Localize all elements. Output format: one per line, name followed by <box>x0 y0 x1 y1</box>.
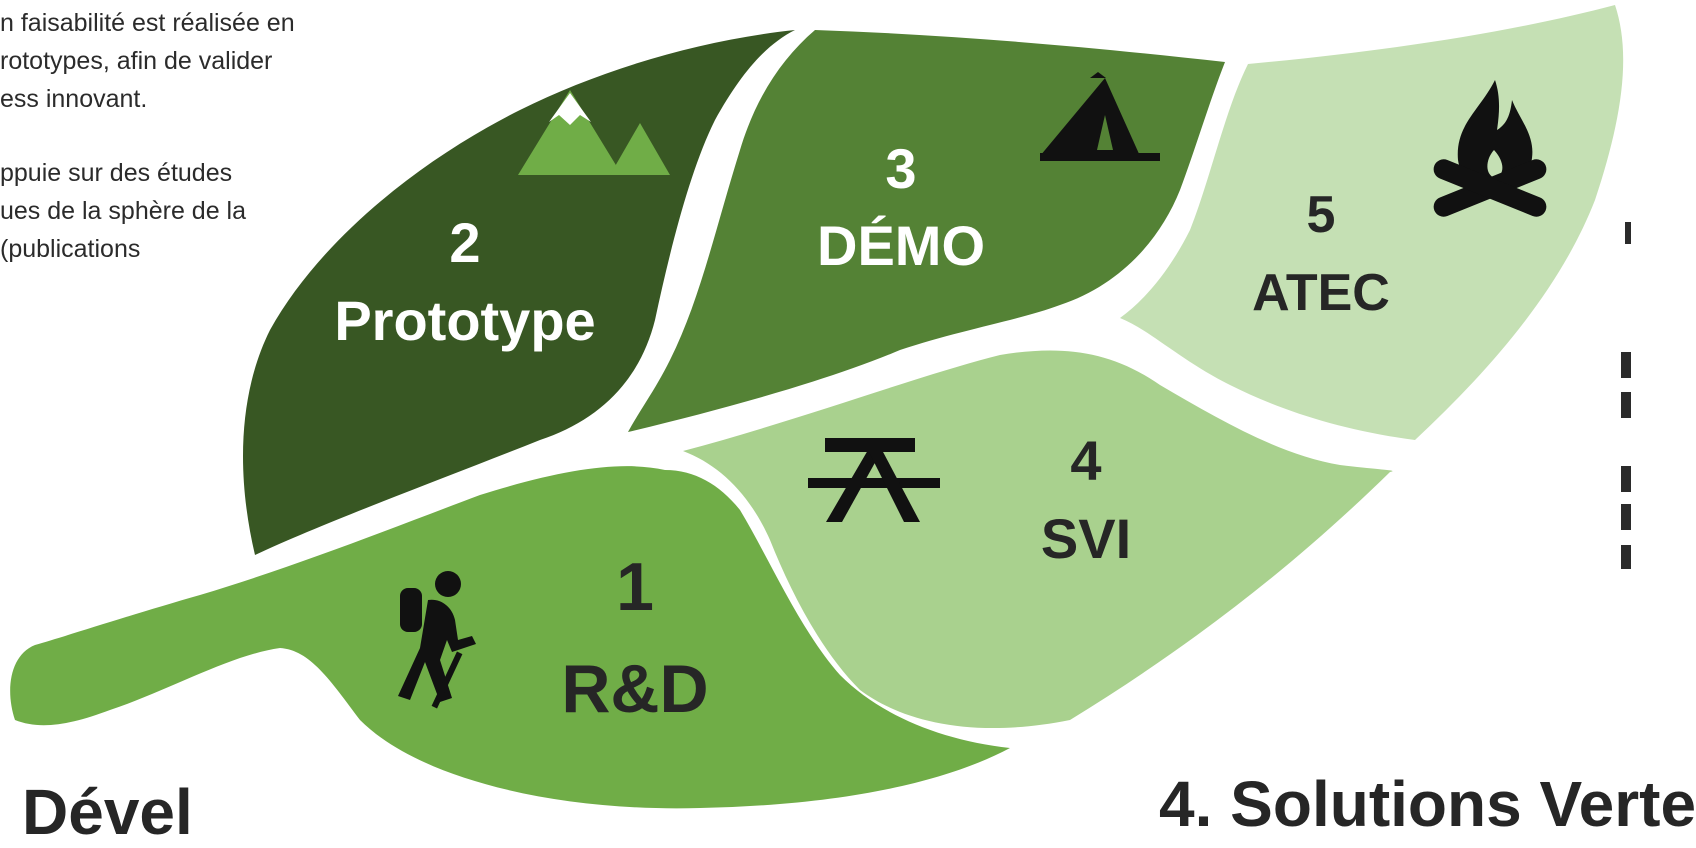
picnic-table-icon <box>808 438 940 522</box>
stage-1-name: R&D <box>561 651 708 727</box>
stage-2-name: Prototype <box>334 289 595 352</box>
stage-1-number: 1 <box>616 549 654 625</box>
stage-4-name: SVI <box>1041 507 1131 570</box>
left-paragraph-2-line: (publications <box>0 235 141 263</box>
stage-5-number: 5 <box>1307 186 1336 244</box>
mountain-icon <box>518 90 670 175</box>
left-paragraph-1-line: ess innovant. <box>0 85 148 113</box>
left-paragraph-1: n faisabilité est réalisée en rototypes,… <box>0 4 295 118</box>
stage-3-name: DÉMO <box>817 214 985 277</box>
clipped-text-fragment <box>1621 352 1631 378</box>
section-heading-right: 4. Solutions Verte <box>1159 768 1696 840</box>
stage-3-number: 3 <box>885 137 916 200</box>
left-paragraph-2-line: ppuie sur des études <box>0 159 233 187</box>
stage-4-number: 4 <box>1070 429 1101 492</box>
hiker-icon <box>398 571 476 709</box>
stage-5-name: ATEC <box>1252 264 1390 322</box>
left-paragraph-2-line: ues de la sphère de la <box>0 197 247 225</box>
clipped-text-fragment <box>1621 392 1631 418</box>
campfire-icon <box>1433 80 1547 217</box>
left-paragraph-1-line: n faisabilité est réalisée en <box>0 9 295 37</box>
clipped-text-fragment <box>1621 466 1631 492</box>
clipped-text-fragment <box>1625 222 1631 244</box>
segment-1-rd <box>10 466 1011 809</box>
left-paragraph-2: ppuie sur des études ues de la sphère de… <box>0 154 246 268</box>
section-heading-left: Dével <box>22 776 193 848</box>
stage-2-number: 2 <box>449 211 480 274</box>
tent-icon <box>1040 72 1160 161</box>
clipped-text-fragment <box>1621 545 1631 569</box>
clipped-text-fragment <box>1621 504 1631 530</box>
left-paragraph-1-line: rototypes, afin de valider <box>0 47 273 75</box>
